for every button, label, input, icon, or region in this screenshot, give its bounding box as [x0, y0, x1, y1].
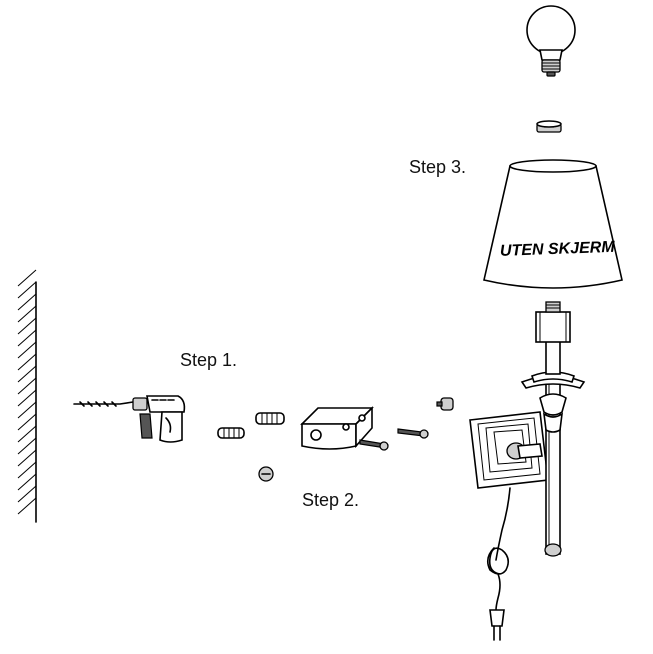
wall-plug-icon: [255, 412, 285, 425]
step-1-label: Step 1.: [180, 350, 238, 370]
wall: [17, 269, 37, 523]
hatch-line: [17, 281, 37, 299]
lamp-column-icon: [520, 301, 586, 557]
mounting-bracket-icon: [300, 406, 374, 450]
hatch-line: [17, 377, 37, 395]
hatch-line: [17, 317, 37, 335]
hatch-line: [17, 449, 37, 467]
screw-icon: [436, 397, 454, 411]
step-2-label: Step 2.: [302, 490, 360, 510]
hatch-line: [17, 437, 37, 455]
hatch-line: [17, 401, 37, 419]
hatch-line: [17, 389, 37, 407]
hatch-line: [17, 341, 37, 359]
shade-ring-icon: [536, 120, 562, 133]
hatch-line: [17, 353, 37, 371]
screw-icon: [258, 466, 274, 482]
hatch-line: [17, 485, 37, 503]
lamp-shade-icon: UTEN SKJERM: [483, 159, 623, 289]
lamp-backplate-icon: [469, 411, 549, 489]
hatch-line: [17, 497, 37, 515]
hatch-line: [17, 293, 37, 311]
hatch-line: [17, 329, 37, 347]
screw-icon: [359, 439, 389, 451]
hatch-line: [17, 269, 37, 287]
wall-hatching: [17, 269, 37, 515]
hatch-line: [17, 305, 37, 323]
step-3-label: Step 3.: [409, 157, 467, 177]
wall-plug-icon: [217, 427, 245, 439]
drill-icon: [73, 395, 186, 443]
light-bulb-icon: [526, 5, 576, 77]
hatch-line: [17, 461, 37, 479]
shade-label: UTEN SKJERM: [500, 239, 616, 260]
hatch-line: [17, 425, 37, 443]
hatch-line: [17, 365, 37, 383]
power-cord-icon: [486, 487, 511, 641]
hatch-line: [17, 473, 37, 491]
screw-icon: [397, 428, 429, 439]
hatch-line: [17, 413, 37, 431]
